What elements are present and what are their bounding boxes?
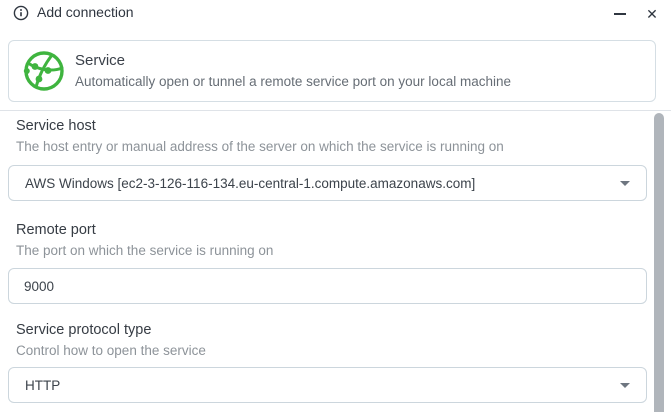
info-icon — [13, 5, 29, 21]
service-host-select[interactable]: AWS Windows [ec2-3-126-116-134.eu-centra… — [8, 165, 647, 201]
service-protocol-label: Service protocol type — [16, 322, 152, 338]
remote-port-description: The port on which the service is running… — [16, 243, 274, 258]
remote-port-label: Remote port — [16, 222, 96, 238]
service-host-description: The host entry or manual address of the … — [16, 139, 504, 154]
minimize-icon — [614, 13, 626, 15]
divider — [0, 110, 671, 111]
close-button[interactable]: ✕ — [635, 0, 669, 28]
service-card-description: Automatically open or tunnel a remote se… — [75, 74, 511, 89]
service-host-value: AWS Windows [ec2-3-126-116-134.eu-centra… — [25, 175, 476, 191]
service-type-card: Service Automatically open or tunnel a r… — [8, 40, 656, 102]
service-globe-icon — [22, 49, 66, 93]
vertical-scrollbar-thumb[interactable] — [654, 113, 664, 412]
close-icon: ✕ — [646, 6, 658, 22]
remote-port-input[interactable] — [8, 268, 647, 304]
service-protocol-select[interactable]: HTTP — [8, 367, 647, 403]
service-host-label: Service host — [16, 118, 96, 134]
chevron-down-icon — [620, 181, 630, 186]
title-bar: Add connection ✕ — [0, 0, 671, 30]
service-card-title: Service — [75, 52, 126, 69]
dialog-title: Add connection — [37, 4, 134, 20]
service-protocol-description: Control how to open the service — [16, 343, 206, 358]
chevron-down-icon — [620, 383, 630, 388]
minimize-button[interactable] — [603, 0, 637, 28]
service-protocol-value: HTTP — [25, 377, 61, 393]
